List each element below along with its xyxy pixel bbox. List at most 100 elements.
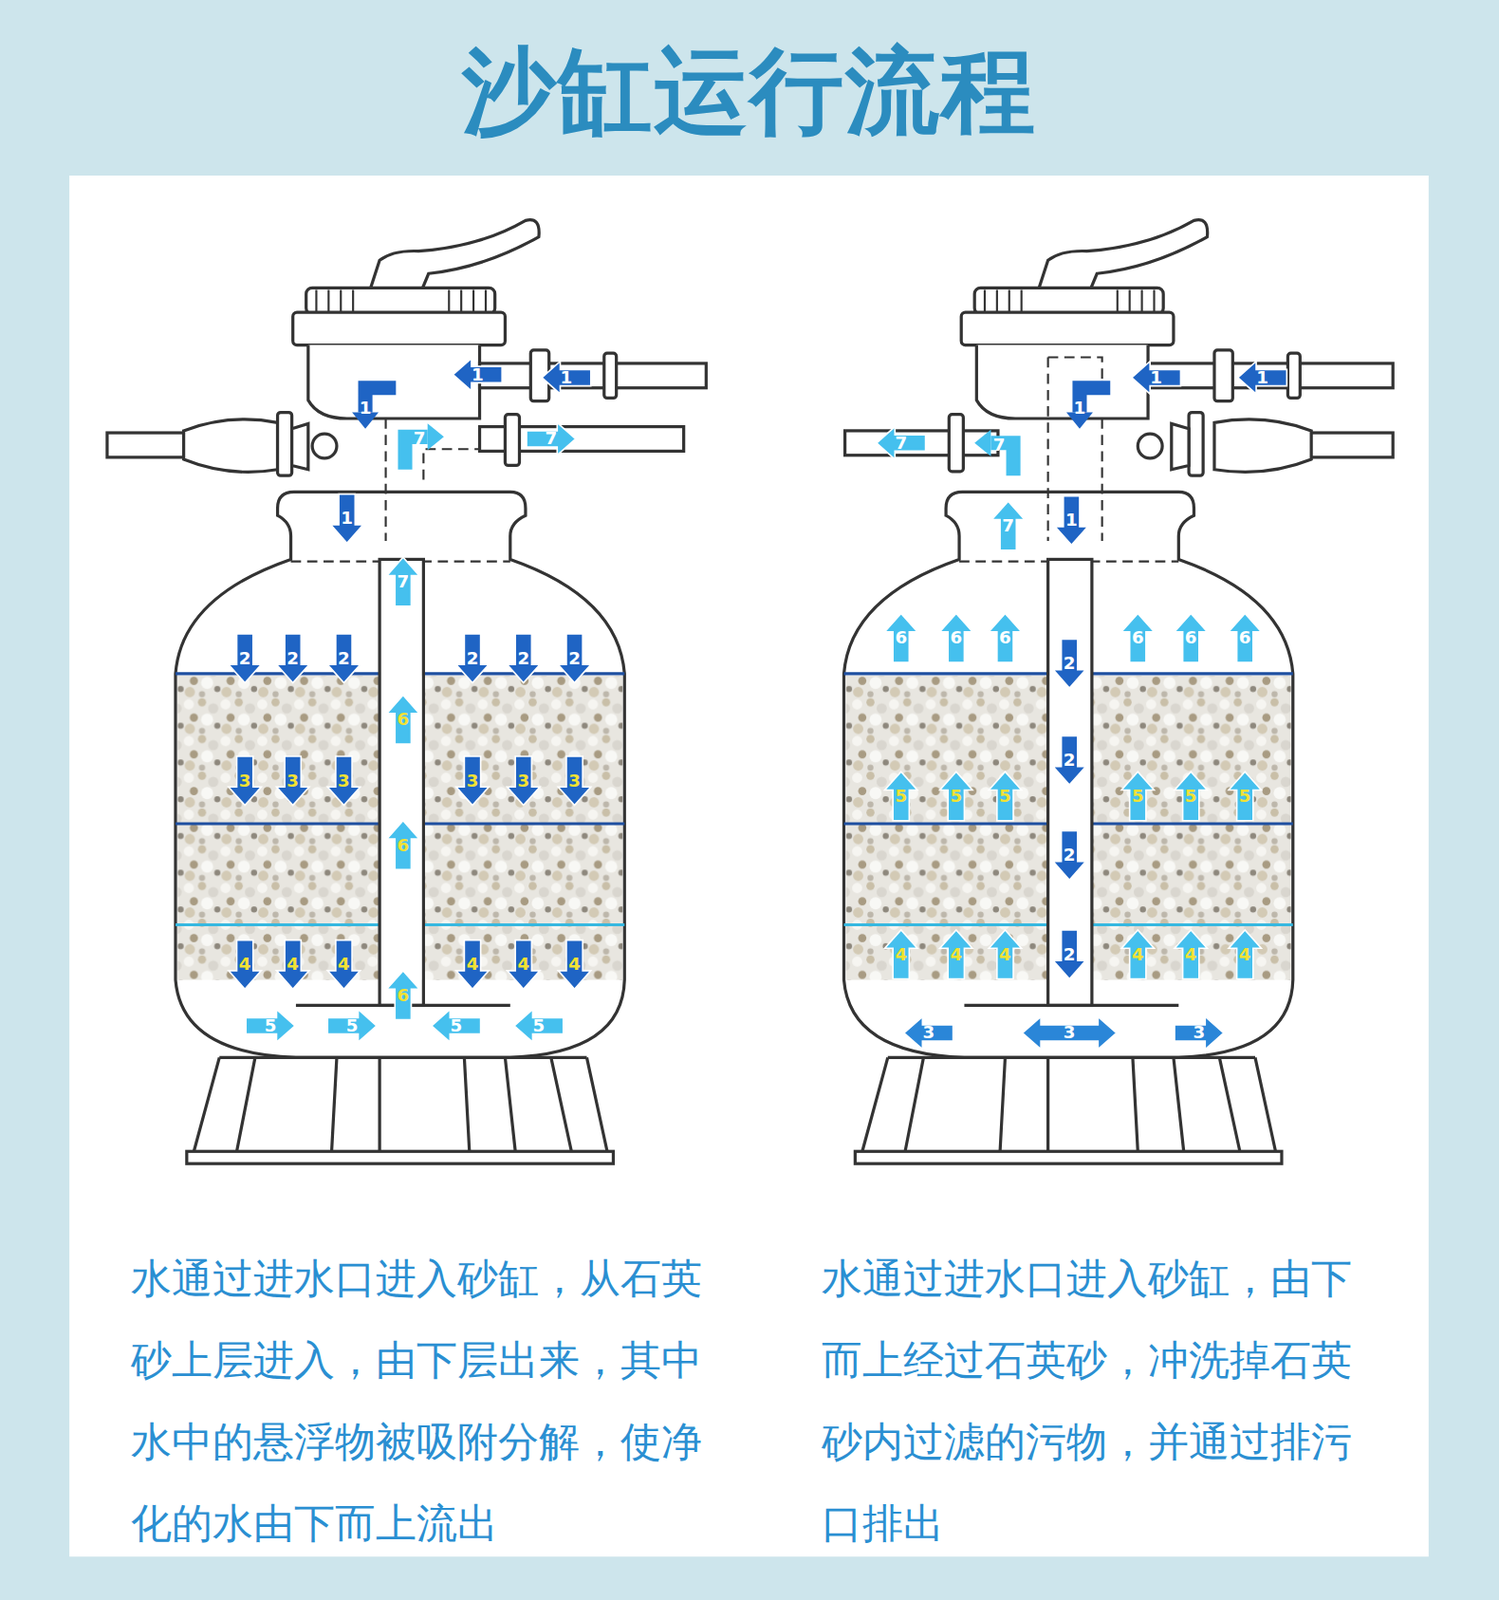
- flow-arrow: [327, 633, 360, 684]
- callout-number: 3: [466, 772, 480, 790]
- callout-number: 5: [999, 787, 1012, 805]
- flow-arrow: [1238, 361, 1288, 394]
- callout-number: 3: [568, 772, 581, 790]
- flow-arrow: [526, 422, 576, 455]
- callout-number: 1: [1065, 511, 1078, 529]
- callout-number: 7: [1001, 517, 1015, 535]
- flow-arrow: [228, 633, 261, 684]
- flow-arrow: [387, 556, 420, 607]
- flow-arrow: [1053, 929, 1086, 980]
- callout-number: 1: [560, 369, 574, 387]
- flow-arrow: [1121, 771, 1154, 821]
- flow-arrow-head: [427, 423, 445, 450]
- callout-number: 5: [1131, 787, 1145, 805]
- flow-arrow: [456, 756, 489, 806]
- flow-arrow: [387, 694, 420, 744]
- callout-number: 6: [894, 629, 907, 647]
- callout-number: 2: [239, 649, 252, 667]
- flow-arrow: [1022, 1016, 1117, 1049]
- title: 沙缸运行流程: [0, 28, 1499, 155]
- callout-number: 6: [1239, 629, 1252, 647]
- callout-number: 1: [471, 366, 484, 384]
- flow-arrow: [327, 756, 360, 806]
- callout-number: 4: [337, 955, 351, 973]
- flow-arrow: [276, 940, 309, 990]
- callout-number: 2: [1063, 846, 1076, 864]
- flow-arrow: [557, 940, 591, 990]
- flow-arrow: [885, 929, 918, 980]
- flow-arrows: [228, 358, 1287, 1050]
- callout-number: 3: [239, 772, 252, 790]
- callout-number: 2: [337, 649, 351, 667]
- flow-arrow-head: [974, 429, 991, 457]
- callout-number: 5: [1184, 787, 1198, 805]
- callout-number: 2: [286, 649, 299, 667]
- flow-arrow: [988, 612, 1021, 663]
- flow-arrow: [1174, 1016, 1224, 1049]
- callout-number: 4: [286, 955, 299, 973]
- callout-number: 6: [396, 710, 409, 728]
- flow-arrow: [557, 633, 591, 684]
- callout-number: 4: [1131, 945, 1145, 963]
- description-text: 水通过进水口进入砂缸，由下而上经过石英砂，冲洗掉石英砂内过滤的污物，并通过排污口…: [821, 1237, 1378, 1564]
- callout-number: 6: [396, 986, 409, 1004]
- callout-number: 5: [533, 1017, 546, 1035]
- flow-arrow: [876, 426, 926, 460]
- flow-arrow: [507, 756, 540, 806]
- flow-arrow: [245, 1009, 296, 1042]
- flow-arrow: [1121, 929, 1154, 980]
- flow-arrow: [276, 756, 309, 806]
- flow-arrow: [1228, 612, 1261, 663]
- callout-number: 5: [264, 1017, 278, 1035]
- callout-number: 3: [517, 772, 530, 790]
- flow-arrow: [1054, 496, 1088, 546]
- flow-arrow: [940, 771, 973, 821]
- flow-arrow: [557, 756, 591, 806]
- flow-arrow: [1174, 929, 1207, 980]
- flow-arrow: [514, 1009, 564, 1042]
- flow-arrow: [1053, 831, 1086, 881]
- callout-number: 4: [1184, 945, 1198, 963]
- callout-number: 4: [894, 945, 907, 963]
- callout-number: 3: [286, 772, 299, 790]
- flow-arrow: [1228, 771, 1261, 821]
- flow-arrow: [1131, 361, 1182, 394]
- flow-arrow: [1174, 771, 1207, 821]
- callout-number: 6: [999, 629, 1012, 647]
- flow-arrow: [991, 500, 1024, 551]
- callout-number: 6: [1131, 629, 1145, 647]
- callout-number: 5: [449, 1017, 463, 1035]
- callout-number: 6: [396, 835, 409, 853]
- callout-number: 1: [1073, 399, 1087, 417]
- callout-number: 3: [337, 772, 351, 790]
- callout-number: 7: [396, 573, 409, 591]
- callout-number: 1: [1256, 369, 1269, 387]
- callout-number: 7: [544, 429, 557, 447]
- callout-number: 7: [413, 429, 426, 447]
- flow-arrow: [507, 633, 540, 684]
- flow-arrow: [988, 929, 1021, 980]
- flow-arrow: [1053, 638, 1086, 688]
- callout-number: 5: [346, 1017, 359, 1035]
- callout-number: 2: [1063, 654, 1076, 672]
- flow-arrow: [327, 940, 360, 990]
- flow-arrow: [453, 358, 503, 391]
- flow-arrow: [327, 1009, 377, 1042]
- flow-arrow: [431, 1009, 482, 1042]
- callout-number: 5: [1239, 787, 1252, 805]
- callout-number: 4: [568, 955, 581, 973]
- flow-arrow: [228, 756, 261, 806]
- callout-number: 5: [949, 787, 963, 805]
- flow-arrow: [940, 929, 973, 980]
- callout-number: 4: [1239, 945, 1252, 963]
- callout-number: 4: [239, 955, 252, 973]
- description-text: 水通过进水口进入砂缸，从石英砂上层进入，由下层出来，其中水中的悬浮物被吸附分解，…: [130, 1237, 734, 1564]
- callout-number: 2: [1063, 751, 1076, 769]
- callout-number: 4: [466, 955, 480, 973]
- flow-arrow: [1053, 736, 1086, 786]
- flow-arrow: [330, 494, 363, 544]
- callout-number: 2: [568, 649, 581, 667]
- callout-number: 1: [340, 509, 353, 527]
- flow-arrow: [507, 940, 540, 990]
- callout-number: 1: [1149, 369, 1163, 387]
